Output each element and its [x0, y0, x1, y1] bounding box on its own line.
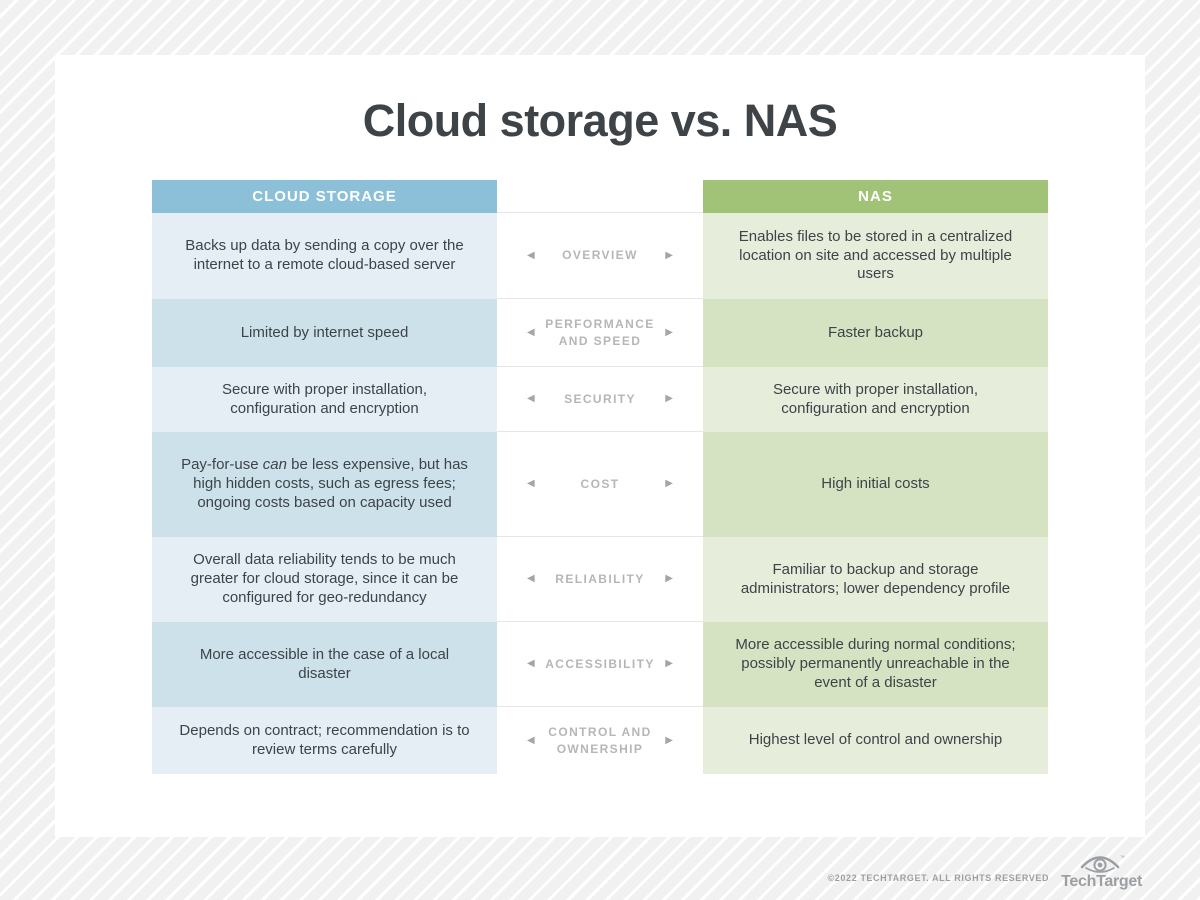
nas-overview-text: Enables files to be stored in a centrali…: [738, 227, 1013, 283]
category-label-reliability: RELIABILITY: [555, 571, 645, 586]
right-arrow-icon: ▶: [665, 658, 673, 669]
techtarget-wordmark: TechTarget: [1061, 873, 1142, 890]
category-label-control: CONTROL AND OWNERSHIP: [548, 725, 652, 756]
table-row-reliability: Overall data reliability tends to be muc…: [152, 537, 1048, 622]
left-arrow-icon: ◀: [527, 249, 535, 261]
table-row-control: Depends on contract; recommendation is t…: [152, 707, 1048, 774]
nas-accessibility-text: More accessible during normal conditions…: [735, 636, 1016, 691]
cloud-overview-text: Backs up data by sending a copy over the…: [185, 237, 464, 273]
infographic-card: Cloud storage vs. NAS CLOUD STORAGE NAS …: [55, 55, 1145, 837]
table-row-performance: Limited by internet speed ◀ PERFORMANCE …: [152, 299, 1048, 367]
category-label-security: SECURITY: [564, 391, 636, 406]
svg-text:™: ™: [1120, 855, 1125, 861]
left-arrow-icon: ◀: [527, 478, 535, 489]
category-label-performance: PERFORMANCE AND SPEED: [545, 317, 655, 348]
table-row-overview: Backs up data by sending a copy over the…: [152, 213, 1048, 299]
cloud-control-text: Depends on contract; recommendation is t…: [179, 721, 470, 758]
right-arrow-icon: ▶: [665, 573, 673, 584]
category-label-overview: OVERVIEW: [562, 248, 638, 263]
techtarget-eye-icon: ™: [1080, 855, 1125, 873]
table-row-cost: Pay-for-use can be less expensive, but h…: [152, 432, 1048, 537]
table-row-security: Secure with proper installation, configu…: [152, 367, 1048, 432]
right-arrow-icon: ▶: [665, 478, 673, 489]
category-label-accessibility: ACCESSIBILITY: [545, 656, 655, 671]
left-arrow-icon: ◀: [527, 573, 535, 584]
cloud-performance-text: Limited by internet speed: [240, 323, 409, 341]
right-arrow-icon: ▶: [665, 249, 673, 261]
nas-reliability-text: Familiar to backup and storage administr…: [740, 560, 1011, 597]
cloud-storage-header: CLOUD STORAGE: [152, 180, 497, 213]
nas-header: NAS: [703, 180, 1048, 213]
right-arrow-icon: ▶: [665, 326, 673, 338]
cloud-security-text: Secure with proper installation, configu…: [221, 380, 428, 417]
cloud-reliability-text: Overall data reliability tends to be muc…: [190, 551, 459, 606]
left-arrow-icon: ◀: [527, 734, 535, 746]
nas-performance-text: Faster backup: [827, 323, 924, 341]
copyright-text: ©2022 TECHTARGET. ALL RIGHTS RESERVED: [827, 873, 1050, 883]
nas-control-text: Highest level of control and ownership: [748, 731, 1003, 749]
cloud-accessibility-text: More accessible in the case of a local d…: [199, 645, 450, 682]
left-arrow-icon: ◀: [527, 326, 535, 338]
header-spacer: [497, 180, 703, 213]
techtarget-logo: ™ TechTarget: [1061, 852, 1142, 890]
category-label-cost: COST: [580, 476, 620, 491]
page-title: Cloud storage vs. NAS: [362, 95, 838, 146]
table-header-row: CLOUD STORAGE NAS: [152, 180, 1048, 213]
left-arrow-icon: ◀: [527, 658, 535, 669]
right-arrow-icon: ▶: [665, 393, 673, 404]
nas-security-text: Secure with proper installation, configu…: [772, 380, 979, 417]
left-arrow-icon: ◀: [527, 393, 535, 404]
footer: ©2022 TECHTARGET. ALL RIGHTS RESERVED ™ …: [827, 852, 1143, 890]
cloud-cost-text: Pay-for-use can be less expensive, but h…: [181, 456, 468, 511]
right-arrow-icon: ▶: [665, 734, 673, 746]
nas-cost-text: High initial costs: [821, 475, 930, 493]
comparison-table: CLOUD STORAGE NAS Backs up data by sendi…: [152, 180, 1048, 774]
table-row-accessibility: More accessible in the case of a local d…: [152, 622, 1048, 707]
